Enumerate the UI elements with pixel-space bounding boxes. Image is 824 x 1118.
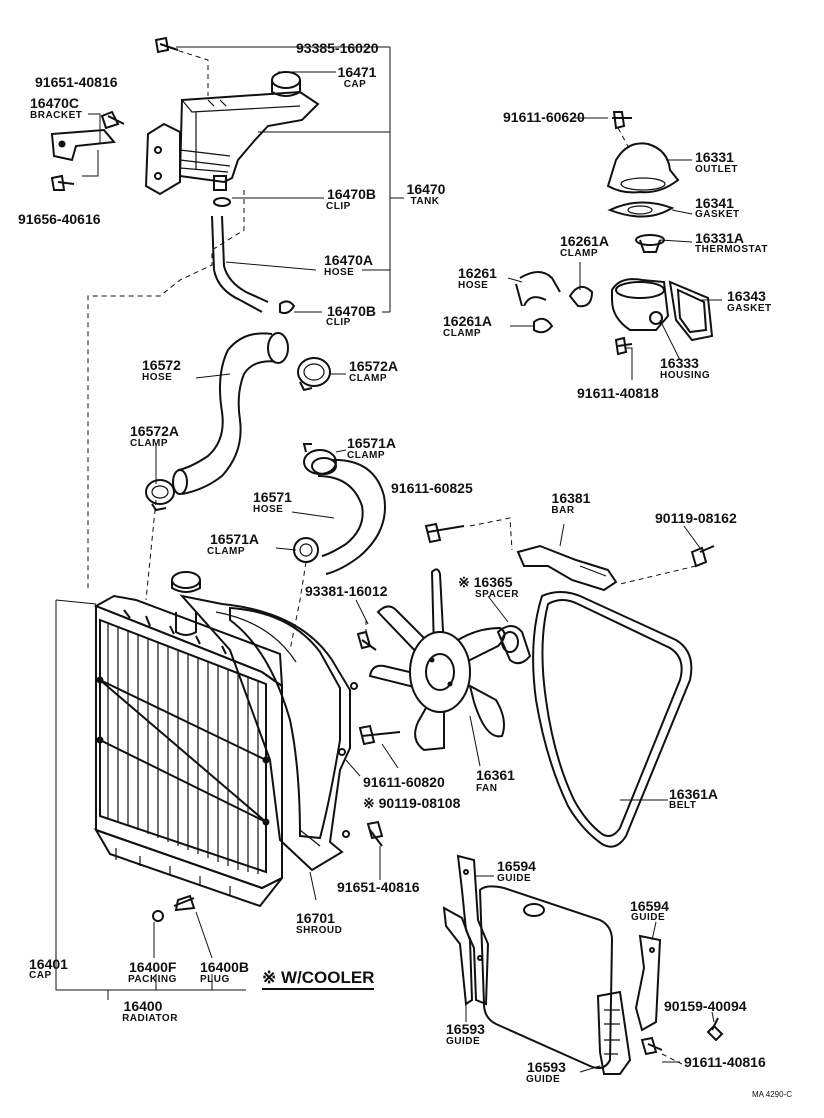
part-name-16261: HOSE <box>458 280 489 291</box>
part-number-16572: 16572 <box>142 357 181 373</box>
part-number-16400: 16400 <box>123 998 163 1014</box>
part-number-91611-60820: 91611-60820 <box>363 774 445 790</box>
part-name-16593-left: GUIDE <box>446 1036 481 1047</box>
part-name-16572: HOSE <box>142 372 173 383</box>
part-number-91656-40616: 91656-40616 <box>18 211 101 227</box>
part-name-16381: BAR <box>551 505 575 516</box>
part-name-16400: RADIATOR <box>122 1013 178 1024</box>
part-number-16571: 16571 <box>253 489 292 505</box>
part-number-16341: 16341 <box>695 195 734 211</box>
part-number-16571a-lower: 16571A <box>210 531 260 547</box>
part-name-16261a-upper: CLAMP <box>560 248 599 259</box>
reservoir-tank-drawing <box>50 36 404 588</box>
part-number-16594-right: 16594 <box>630 898 669 914</box>
part-number-16400b: 16400B <box>200 959 250 975</box>
part-number-16471: 16471 <box>337 64 377 80</box>
part-number-16331: 16331 <box>695 149 734 165</box>
part-name-16572a-right: CLAMP <box>349 373 388 384</box>
part-name-16331a: THERMOSTAT <box>695 244 768 255</box>
part-number-16470: 16470 <box>406 181 446 197</box>
diagram-code: MA 4290-C <box>752 1090 793 1099</box>
part-name-16261a-lower: CLAMP <box>443 328 482 339</box>
part-number-91611-40816: 91611-40816 <box>684 1054 766 1070</box>
part-name-16470b-lower: CLIP <box>326 317 351 328</box>
part-name-16470b-upper: CLIP <box>326 201 351 212</box>
thermostat-group-drawing <box>507 111 722 380</box>
part-number-93381-16012: 93381-16012 <box>305 583 388 599</box>
part-number-90119-08162: 90119-08162 <box>655 510 737 526</box>
part-number-16572a-left: 16572A <box>130 423 180 439</box>
part-name-16365: SPACER <box>475 589 519 600</box>
part-name-16572a-left: CLAMP <box>130 438 169 449</box>
part-number-16365: ※ 16365 <box>458 574 513 590</box>
part-name-16331: OUTLET <box>695 164 738 175</box>
part-number-16470b-lower: 16470B <box>327 303 377 319</box>
part-number-91611-60620: 91611-60620 <box>503 109 585 125</box>
part-number-16470c: 16470C <box>30 95 80 111</box>
fan-belt-group-drawing <box>355 517 715 848</box>
part-number-16343: 16343 <box>727 288 766 304</box>
part-number-16261a-upper: 16261A <box>560 233 610 249</box>
part-number-91611-60825: 91611-60825 <box>391 480 473 496</box>
part-number-16594-left: 16594 <box>497 858 536 874</box>
part-number-90119-08108: ※ 90119-08108 <box>363 795 461 811</box>
part-name-16571: HOSE <box>253 504 284 515</box>
radiator-shroud-drawing <box>55 571 384 1000</box>
part-number-16261: 16261 <box>458 265 497 281</box>
part-name-16401: CAP <box>29 970 52 981</box>
part-number-16333: 16333 <box>660 355 699 371</box>
part-name-16594-left: GUIDE <box>497 873 532 884</box>
part-number-16593-right: 16593 <box>527 1059 566 1075</box>
part-number-16572a-right: 16572A <box>349 358 399 374</box>
part-number-16470b-upper: 16470B <box>327 186 377 202</box>
part-name-16571a-lower: CLAMP <box>207 546 246 557</box>
part-number-16593-left: 16593 <box>446 1021 485 1037</box>
part-number-93385-16020: 93385-16020 <box>296 40 379 56</box>
part-name-16470c: BRACKET <box>30 110 83 121</box>
part-number-16361a: 16361A <box>669 786 719 802</box>
part-name-16593-right: GUIDE <box>526 1074 561 1085</box>
radiator-hoses-drawing <box>145 332 386 651</box>
part-name-16361: FAN <box>476 783 498 794</box>
part-name-16701: SHROUD <box>296 925 343 936</box>
part-name-16341: GASKET <box>695 209 740 220</box>
part-number-16261a-lower: 16261A <box>443 313 493 329</box>
part-name-16361a: BELT <box>669 800 697 811</box>
part-number-91611-40818: 91611-40818 <box>577 385 659 401</box>
part-number-16361: 16361 <box>476 767 515 783</box>
part-name-16470: TANK <box>410 196 440 207</box>
part-name-16571a-upper: CLAMP <box>347 450 386 461</box>
part-name-16400f: PACKING <box>128 974 177 985</box>
part-number-91651-40816-bottom: 91651-40816 <box>337 879 420 895</box>
part-number-90159-40094: 90159-40094 <box>664 998 747 1014</box>
part-name-16343: GASKET <box>727 303 772 314</box>
part-name-16333: HOUSING <box>660 370 711 381</box>
part-name-16400b: PLUG <box>200 974 230 985</box>
part-number-16400f: 16400F <box>129 959 177 975</box>
part-number-16401: 16401 <box>29 956 68 972</box>
part-number-16701: 16701 <box>296 910 335 926</box>
part-number-16571a-upper: 16571A <box>347 435 397 451</box>
part-number-16470a: 16470A <box>324 252 374 268</box>
part-number-91651-40816-top: 91651-40816 <box>35 74 118 90</box>
part-number-16331a: 16331A <box>695 230 745 246</box>
cooler-note: ※ W/COOLER <box>262 969 375 990</box>
guides-drawing <box>442 854 724 1075</box>
part-name-16594-right: GUIDE <box>631 912 666 923</box>
part-number-16381: 16381 <box>551 490 591 506</box>
part-name-16470a: HOSE <box>324 267 355 278</box>
part-name-16471: CAP <box>343 79 367 90</box>
